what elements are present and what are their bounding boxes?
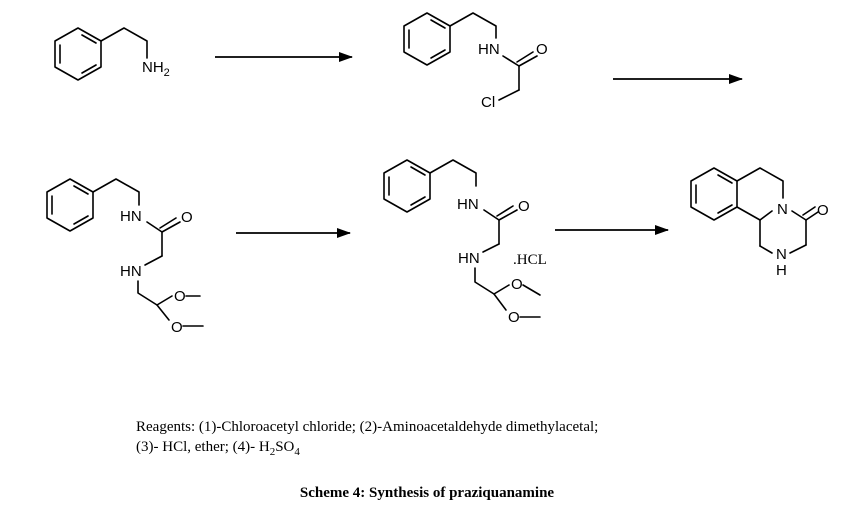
oxygen-label: O <box>181 209 193 226</box>
ring-nh-hydrogen: H <box>776 262 787 279</box>
hcl-salt-label: .HCL <box>513 252 547 268</box>
benzene-ring <box>690 167 738 221</box>
carbonyl-oxygen-label: O <box>817 202 829 219</box>
scheme-caption: Scheme 4: Synthesis of praziquanamine <box>299 485 555 501</box>
nitrogen-label: N <box>777 201 788 218</box>
benzene-ring <box>403 12 451 66</box>
amine-nh-label: HN <box>120 263 142 280</box>
reaction-scheme: NH2 HN O Cl HN O <box>46 12 829 336</box>
compound-aminoacetal-amide: HN O HN O O <box>46 178 204 336</box>
benzene-ring <box>54 27 102 81</box>
compound-phenethylamine: NH2 <box>54 27 170 81</box>
reagents-line-2: (3)- HCl, ether; (4)- H2SO4 <box>136 439 300 458</box>
amide-nh-label: HN <box>120 208 142 225</box>
reagents-note: Reagents: (1)-Chloroacetyl chloride; (2)… <box>136 417 756 462</box>
reagents-line-1: Reagents: (1)-Chloroacetyl chloride; (2)… <box>136 419 599 435</box>
compound-praziquanamine: N N H O <box>690 167 829 279</box>
benzene-ring <box>383 159 431 213</box>
amine-nh-label: HN <box>458 250 480 267</box>
ring-nh-label: N <box>776 246 787 263</box>
amide-nh-label: HN <box>478 41 500 58</box>
amine-label: NH2 <box>142 59 170 79</box>
amide-nh-label: HN <box>457 196 479 213</box>
benzene-ring <box>46 178 94 232</box>
methoxy-oxygen-label: O <box>174 288 186 305</box>
compound-hcl-salt: HN O HN .HCL O O <box>383 159 547 326</box>
oxygen-label: O <box>536 41 548 58</box>
methoxy-oxygen-label: O <box>171 319 183 336</box>
methoxy-oxygen-label: O <box>508 309 520 326</box>
chlorine-label: Cl <box>481 94 495 111</box>
oxygen-label: O <box>518 198 530 215</box>
compound-chloroacetamide: HN O Cl <box>403 12 548 111</box>
methoxy-oxygen-label: O <box>511 276 523 293</box>
